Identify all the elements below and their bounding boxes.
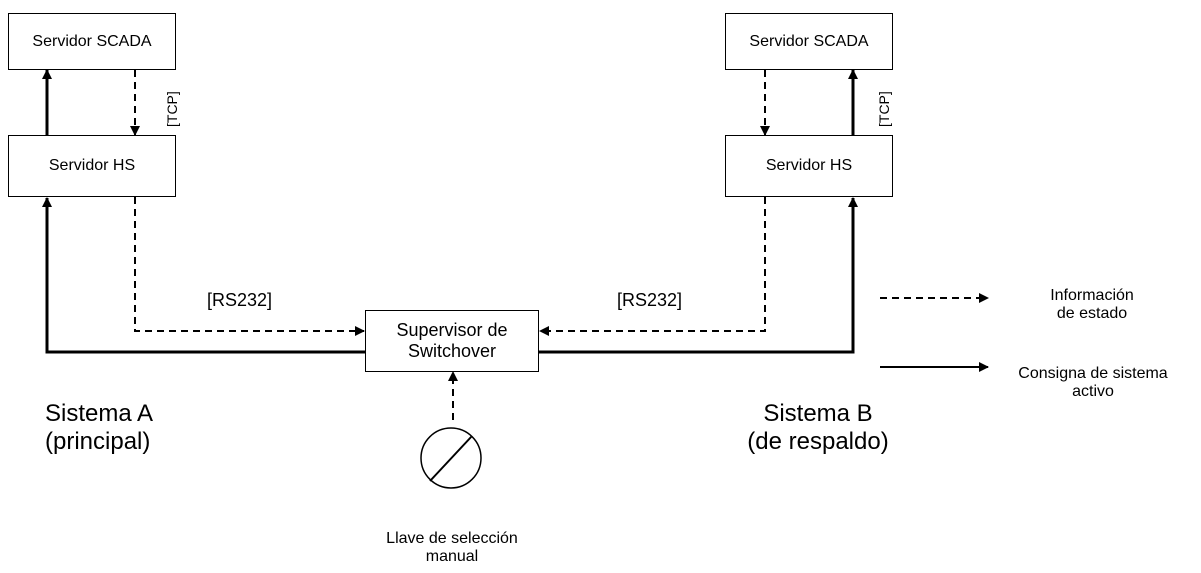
legend-status-line2: de estado	[1056, 305, 1128, 323]
manual-key-icon	[420, 427, 482, 489]
manual-key-caption-line1: Llave de selección	[386, 530, 518, 547]
hs-server-a-label: Servidor HS	[48, 157, 136, 174]
legend-active-line2: activo	[1072, 383, 1114, 401]
scada-server-a: Servidor SCADA	[8, 13, 176, 70]
system-b-name: Sistema B	[763, 400, 873, 427]
system-a-role: (principal)	[45, 427, 151, 455]
manual-key-caption-line2: manual	[425, 548, 479, 566]
supervisor-label-line2: Switchover	[407, 341, 497, 361]
active-path-supervisor-to-hs-a	[42, 197, 365, 354]
system-b-label: Sistema B (de respaldo)	[718, 400, 918, 455]
scada-server-b: Servidor SCADA	[725, 13, 893, 70]
rs232-label-a: [RS232]	[207, 290, 273, 310]
legend-status-label: Información de estado	[1002, 287, 1182, 324]
system-a-label: Sistema A (principal)	[45, 400, 153, 455]
rs232-label-b: [RS232]	[617, 290, 683, 310]
status-path-hs-b-to-supervisor	[539, 197, 766, 336]
hs-server-a: Servidor HS	[8, 135, 176, 197]
hs-server-b: Servidor HS	[725, 135, 893, 197]
status-path-hs-a-to-supervisor	[134, 197, 365, 336]
scada-server-a-label: Servidor SCADA	[32, 32, 152, 50]
legend-active-label: Consigna de sistema activo	[991, 365, 1195, 402]
hs-server-b-label: Servidor HS	[765, 157, 853, 174]
supervisor-label-line1: Supervisor de	[396, 320, 508, 341]
manual-key-caption: Llave de selección manual	[352, 530, 552, 567]
legend-active-line1: Consigna de sistema	[1018, 365, 1168, 382]
system-a-name: Sistema A	[45, 400, 154, 427]
tcp-label-b: [TCP]	[876, 91, 892, 127]
system-b-role: (de respaldo)	[747, 427, 889, 455]
active-path-supervisor-to-hs-b	[538, 197, 858, 354]
legend-status-line1: Información	[1050, 287, 1134, 304]
tcp-label-a: [TCP]	[164, 91, 180, 127]
switchover-supervisor: Supervisor de Switchover	[365, 310, 539, 372]
scada-server-b-label: Servidor SCADA	[749, 32, 869, 50]
